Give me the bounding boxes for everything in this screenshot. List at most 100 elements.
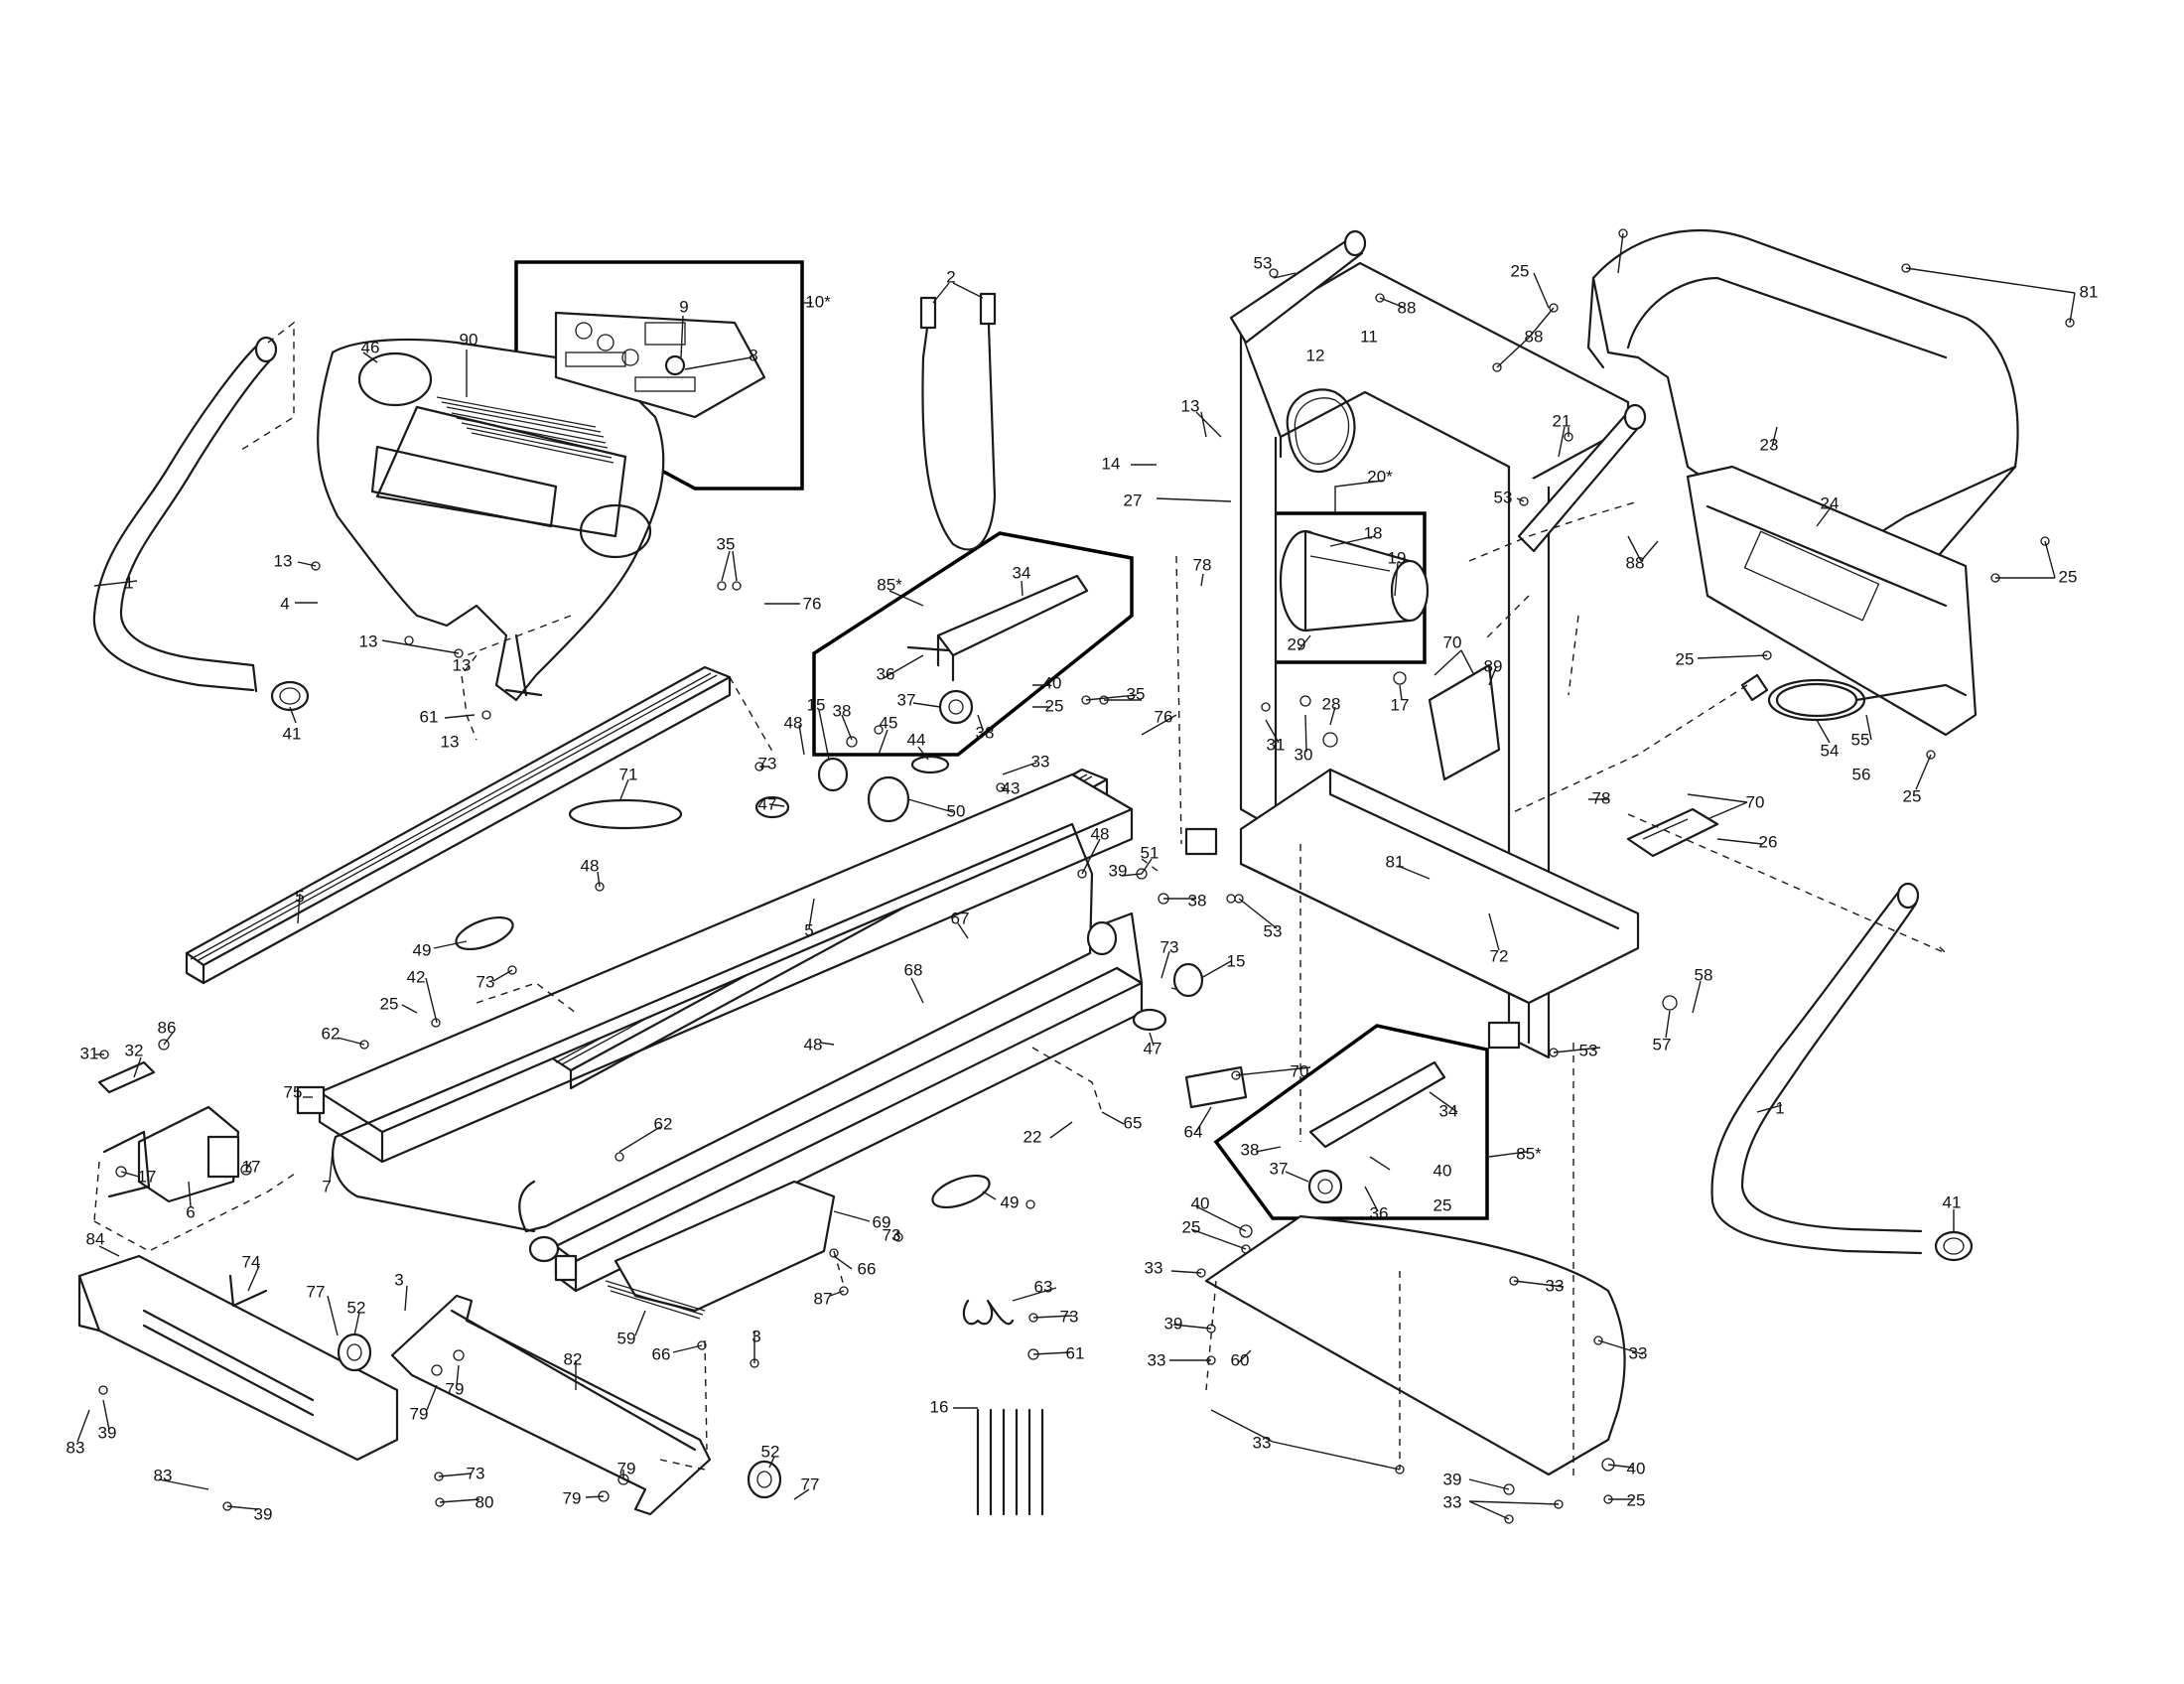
- part-callout-label: 79: [410, 1404, 429, 1423]
- part-callout-label: 73: [1060, 1307, 1079, 1326]
- part-callout-label: 40: [1191, 1193, 1210, 1212]
- part-callout-label: 38: [1188, 891, 1207, 910]
- part-callout-label: 1: [124, 573, 133, 592]
- part-callout-label: 33: [1253, 1433, 1272, 1452]
- part-callout-label: 34: [1013, 563, 1031, 582]
- part-callout-label: 39: [98, 1423, 117, 1442]
- part-callout-label: 16: [930, 1397, 949, 1416]
- part-callout-label: 17: [242, 1157, 261, 1176]
- part-callout-label: 61: [420, 707, 439, 726]
- safety-tether: [919, 292, 997, 551]
- base-frame: [1239, 768, 1640, 1045]
- part-callout-label: 33: [1031, 752, 1050, 771]
- part-callout-label: 58: [1695, 965, 1713, 984]
- part-callout-label: 81: [2080, 282, 2099, 301]
- part-callout-label: 41: [283, 724, 302, 743]
- part-callout-label: 52: [761, 1442, 780, 1461]
- part-callout-label: 36: [877, 664, 895, 683]
- part-callout-label: 33: [1148, 1350, 1166, 1369]
- part-callout-label: 79: [563, 1488, 582, 1507]
- part-callout-label: 40: [1627, 1459, 1646, 1477]
- part-callout-label: 25: [1182, 1217, 1201, 1236]
- part-callout-label: 64: [1184, 1122, 1203, 1141]
- part-callout-label: 11: [1360, 327, 1378, 346]
- part-callout-label: 85*: [877, 575, 902, 594]
- electronics-box: [1184, 1065, 1248, 1109]
- part-callout-label: 53: [1254, 253, 1273, 272]
- right-roller-detail-box: [1213, 1024, 1489, 1220]
- part-callout-label: 13: [274, 551, 293, 570]
- part-callout-label: 74: [242, 1252, 261, 1271]
- part-callout-label: 31: [1267, 735, 1286, 754]
- part-callout-label: 45: [880, 713, 898, 732]
- part-callout-label: 51: [1141, 843, 1160, 862]
- part-callout-label: 48: [581, 856, 600, 875]
- part-callout-label: 47: [758, 794, 777, 813]
- part-callout-label: 38: [976, 723, 995, 742]
- motor-bracket: [1428, 663, 1501, 781]
- treadmill-deck-frame: [296, 772, 1134, 1164]
- part-callout-label: 73: [467, 1464, 485, 1482]
- part-callout-label: 34: [1439, 1101, 1458, 1120]
- part-callout-label: 88: [1525, 327, 1544, 346]
- part-callout-label: 29: [1288, 634, 1306, 653]
- part-callout-label: 13: [453, 655, 472, 674]
- part-callout-label: 73: [883, 1225, 901, 1244]
- running-belt: [332, 822, 1094, 1233]
- part-callout-label: 37: [1270, 1159, 1289, 1178]
- part-callout-label: 13: [359, 632, 378, 650]
- controller-bracket: [1626, 807, 1719, 858]
- part-callout-label: 28: [1322, 694, 1341, 713]
- part-callout-label: 49: [413, 940, 432, 959]
- part-callout-label: 56: [1852, 765, 1871, 783]
- part-callout-label: 53: [1264, 921, 1283, 940]
- part-callout-label: 39: [254, 1504, 273, 1523]
- part-callout-label: 25: [1045, 696, 1064, 715]
- part-callout-label: 48: [784, 713, 803, 732]
- part-callout-label: 35: [1127, 684, 1146, 703]
- part-callout-label: 72: [1490, 946, 1509, 965]
- part-callout-label: 76: [1155, 707, 1173, 726]
- part-callout-label: 9: [679, 297, 688, 316]
- part-callout-label: 89: [1484, 656, 1503, 675]
- part-callout-label: 77: [307, 1282, 326, 1301]
- part-callout-label: 85*: [1516, 1144, 1542, 1163]
- part-callout-label: 69: [873, 1212, 891, 1231]
- left-roller-detail-box: [812, 531, 1134, 757]
- part-callout-label: 13: [1181, 396, 1200, 415]
- part-callout-label: 2: [946, 267, 955, 286]
- part-callout-label: 73: [1160, 937, 1179, 956]
- part-callout-label: 39: [1164, 1314, 1183, 1333]
- part-callout-label: 50: [947, 801, 966, 820]
- part-callout-label: 1: [1775, 1098, 1784, 1117]
- part-callout-label: 15: [807, 695, 826, 714]
- front-roller-assembly: [906, 574, 1089, 725]
- part-callout-label: 83: [154, 1466, 173, 1484]
- part-callout-label: 25: [1511, 261, 1530, 280]
- part-callout-label: 90: [460, 330, 478, 349]
- part-callout-label: 26: [1759, 832, 1778, 851]
- part-callout-label: 17: [1391, 695, 1410, 714]
- console-base: [317, 338, 665, 702]
- part-callout-label: 22: [1024, 1127, 1042, 1146]
- part-callout-label: 39: [1443, 1470, 1462, 1488]
- part-callout-label: 88: [1626, 553, 1645, 572]
- part-callout-label: 78: [1193, 555, 1212, 574]
- part-callout-label: 17: [138, 1167, 157, 1186]
- part-callout-label: 73: [477, 972, 495, 991]
- part-callout-label: 37: [897, 690, 916, 709]
- part-callout-label: 73: [758, 754, 777, 772]
- part-callout-label: 15: [1227, 951, 1246, 970]
- part-callout-label: 5: [295, 887, 304, 906]
- part-callout-label: 14: [1102, 454, 1121, 473]
- part-callout-label: 31: [80, 1044, 99, 1062]
- part-callout-label: 75: [284, 1082, 303, 1101]
- part-callout-label: 27: [1124, 491, 1143, 509]
- handrail-right: [1710, 882, 1923, 1255]
- part-callout-label: 32: [125, 1041, 144, 1059]
- part-callout-label: 53: [1494, 488, 1513, 506]
- end-cap-left: [270, 680, 310, 712]
- lower-bracket: [605, 1180, 836, 1320]
